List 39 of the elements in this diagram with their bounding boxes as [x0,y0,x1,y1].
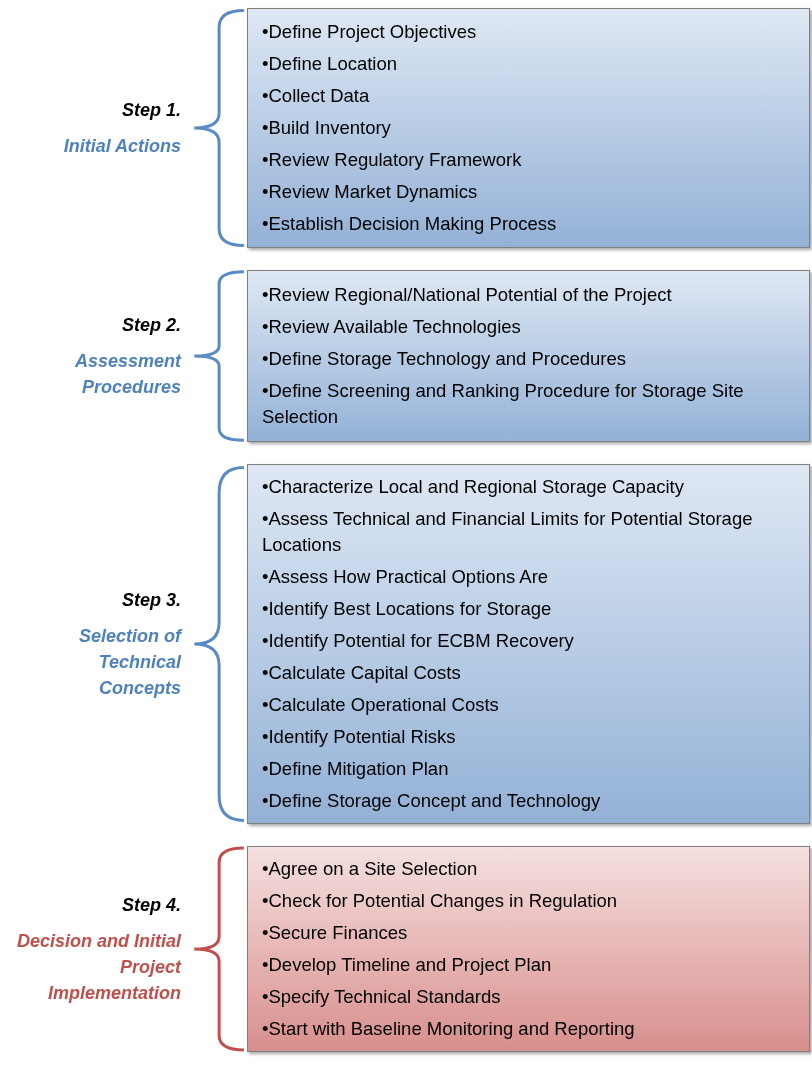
bullet-item: •Calculate Operational Costs [262,693,500,717]
bullet-item: •Collect Data [262,84,371,108]
bullet-item: •Review Regional/National Potential of the Project [262,283,673,307]
step-box [247,846,810,1052]
bullet-item: •Identify Potential Risks [262,725,457,749]
bullet-item: •Identify Potential for ECBM Recovery [262,629,575,653]
bullet-item: •Start with Baseline Monitoring and Reporting [262,1017,636,1041]
bullet-item: •Review Regulatory Framework [262,148,523,172]
bullet-item: •Assess Technical and Financial Limits for Potential Storage Locations [262,507,754,557]
bullet-item: •Calculate Capital Costs [262,661,462,685]
bullet-item: •Secure Finances [262,921,409,945]
bullet-item: •Characterize Local and Regional Storage Capacity [262,475,685,499]
bullet-item: •Agree on a Site Selection [262,857,479,881]
bullet-item: •Define Storage Concept and Technology [262,789,602,813]
bullet-item: •Review Market Dynamics [262,180,479,204]
bullet-item: •Check for Potential Changes in Regulation [262,889,619,913]
step-number: Step 1. [120,99,181,122]
step-number: Step 2. [120,314,181,337]
step-box [247,8,810,248]
bullet-item: •Identify Best Locations for Storage [262,597,553,621]
bullet-item: •Define Storage Technology and Procedures [262,347,628,371]
step-title: Selection of Technical Concepts [78,625,181,700]
bullet-item: •Define Location [262,52,399,76]
step-title: Assessment Procedures [73,350,181,399]
bullet-item: •Define Mitigation Plan [262,757,450,781]
step-title: Initial Actions [62,135,181,158]
step-box [247,270,810,442]
bullet-item: •Review Available Technologies [262,315,522,339]
bullet-item: •Assess How Practical Options Are [262,565,550,589]
bullet-item: •Develop Timeline and Project Plan [262,953,553,977]
step-number: Step 3. [120,589,181,612]
step-title: Decision and Initial Project Implementation [16,930,181,1005]
bullet-item: •Establish Decision Making Process [262,212,558,236]
bullet-item: •Build Inventory [262,116,392,140]
bullet-item: •Define Screening and Ranking Procedure for Storage Site Selection [262,379,745,429]
step-number: Step 4. [120,894,181,917]
bullet-item: •Specify Technical Standards [262,985,502,1009]
bullet-item: •Define Project Objectives [262,20,478,44]
step-box [247,464,810,824]
